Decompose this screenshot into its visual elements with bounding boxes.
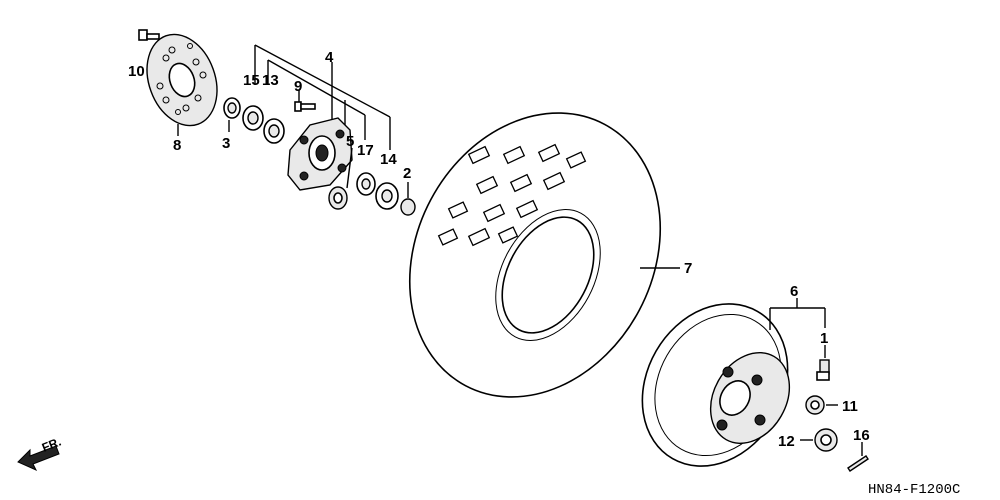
callout-2: 2 <box>403 165 411 182</box>
callout-15: 15 <box>243 72 260 89</box>
callout-17: 17 <box>357 142 374 159</box>
front-direction-arrow: FR. <box>17 435 63 472</box>
callout-16: 16 <box>853 427 870 444</box>
callout-9: 9 <box>294 78 302 95</box>
callout-labels: 1 2 3 4 5 6 7 8 9 10 11 12 13 14 15 16 1… <box>128 49 870 450</box>
callout-14: 14 <box>380 151 397 168</box>
callout-7: 7 <box>684 260 692 277</box>
svg-text:FR.: FR. <box>40 435 63 455</box>
axle-nut <box>800 428 838 452</box>
callout-13: 13 <box>262 72 279 89</box>
valve-stem <box>816 345 830 381</box>
callout-6: 6 <box>790 283 798 300</box>
callout-4: 4 <box>325 49 334 66</box>
callout-5: 5 <box>346 133 354 150</box>
diagram-code: HN84-F1200C <box>868 482 960 498</box>
brake-disc <box>146 33 218 136</box>
callout-12: 12 <box>778 433 795 450</box>
callout-3: 3 <box>222 135 230 152</box>
hub-assembly <box>223 44 416 216</box>
wheel-nut <box>805 395 838 415</box>
callout-11: 11 <box>842 398 858 415</box>
disc-bolt <box>138 29 160 41</box>
cotter-pin <box>847 442 869 472</box>
wheel-rim <box>641 298 826 467</box>
tire <box>408 112 680 398</box>
callout-10: 10 <box>128 63 145 80</box>
callout-1: 1 <box>820 330 828 347</box>
callout-8: 8 <box>173 137 181 154</box>
